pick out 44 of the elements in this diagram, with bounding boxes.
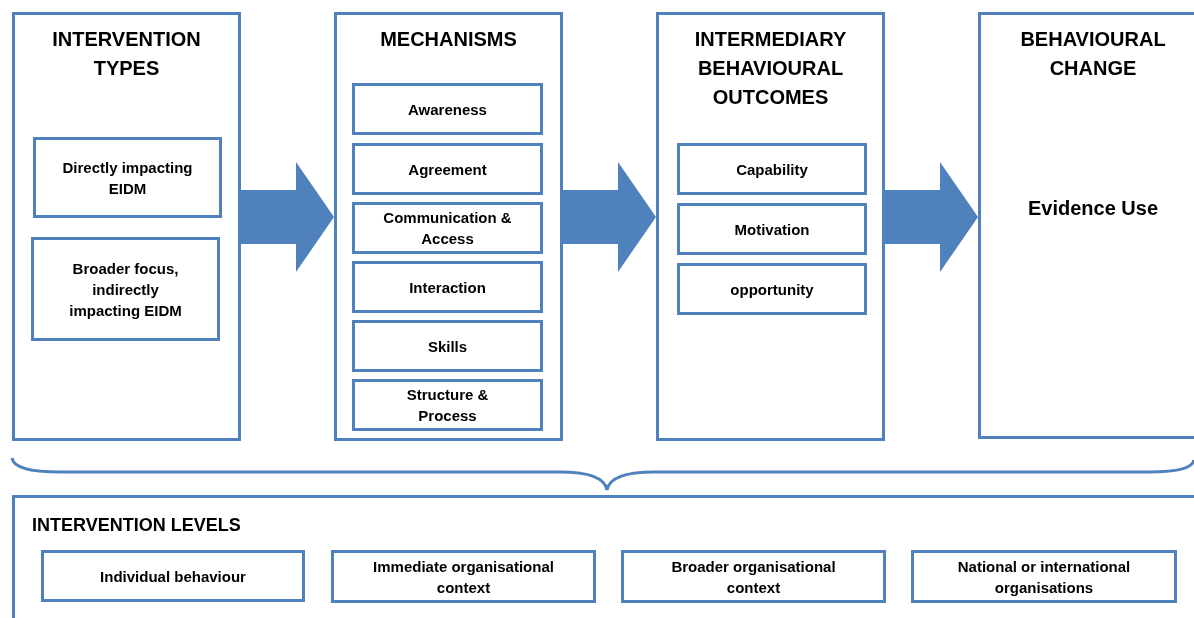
item-label: Structure & Process [405, 385, 490, 426]
item-label: Communication & Access [382, 208, 513, 249]
column-box [12, 12, 241, 441]
item-box [677, 263, 867, 315]
item-label: Individual behaviour [100, 566, 246, 587]
item-label: Capability [736, 159, 808, 180]
item-box [33, 137, 222, 218]
column-text: Evidence Use [1026, 196, 1160, 221]
level-box [911, 550, 1177, 603]
block-arrow [885, 162, 978, 272]
item-box [352, 83, 543, 135]
level-box [41, 550, 305, 602]
item-label: Skills [427, 336, 468, 357]
level-box [621, 550, 886, 603]
item-label: Broader organisational context [670, 556, 837, 598]
item-label: Motivation [734, 219, 810, 240]
item-box [352, 143, 543, 195]
item-box [352, 379, 543, 431]
column-box [978, 12, 1194, 439]
item-label: Interaction [409, 277, 486, 298]
item-label: Directly impacting EIDM [61, 157, 194, 199]
item-box [677, 203, 867, 255]
item-label: National or international organisations [956, 556, 1132, 598]
item-box [352, 320, 543, 372]
column-heading: INTERMEDIARY BEHAVIOURAL OUTCOMES [693, 27, 848, 110]
item-label: Agreement [408, 159, 487, 180]
item-label: Immediate organisational context [372, 556, 555, 598]
level-box [331, 550, 596, 603]
item-label: opportunity [730, 279, 814, 300]
column-heading: INTERVENTION TYPES [51, 27, 202, 81]
item-box [31, 237, 220, 341]
block-arrow [241, 162, 334, 272]
column-box [334, 12, 563, 441]
column-heading: MECHANISMS [379, 27, 518, 52]
item-label: Broader focus, indirectly impacting EIDM [68, 258, 183, 321]
item-box [677, 143, 867, 195]
block-arrow [563, 162, 656, 272]
item-label: Awareness [408, 99, 487, 120]
item-box [352, 261, 543, 313]
column-heading: BEHAVIOURAL CHANGE [1019, 27, 1167, 81]
band-box [12, 495, 1194, 618]
column-box [656, 12, 885, 441]
item-box [352, 202, 543, 254]
band-heading: INTERVENTION LEVELS [32, 514, 241, 537]
